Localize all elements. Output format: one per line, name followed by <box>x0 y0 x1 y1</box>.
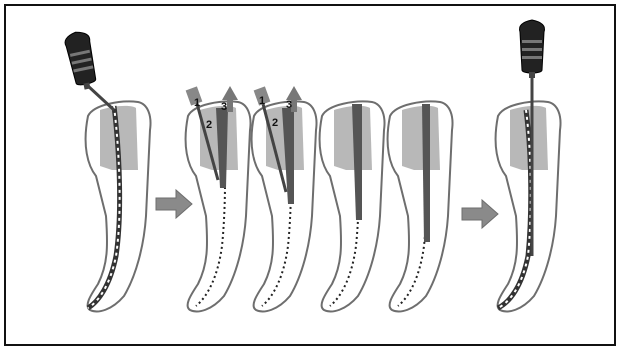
tooth-6 <box>496 102 561 312</box>
step-label-2b: 2 <box>272 117 278 129</box>
handle-file-icon <box>520 20 545 78</box>
tooth-5 <box>388 102 453 312</box>
tooth-2 <box>186 100 251 311</box>
handle-file-icon <box>63 30 100 92</box>
tooth-4 <box>320 102 385 312</box>
tooth-3 <box>252 100 317 311</box>
step-label-1: 1 <box>194 97 200 109</box>
step-label-1b: 1 <box>259 95 265 107</box>
step-label-2: 2 <box>206 119 212 131</box>
step-label-3: 3 <box>221 101 227 113</box>
process-arrow-icon <box>462 200 498 228</box>
step-label-3b: 3 <box>286 99 292 111</box>
process-arrow-icon <box>156 190 192 218</box>
tooth-1 <box>86 102 151 312</box>
